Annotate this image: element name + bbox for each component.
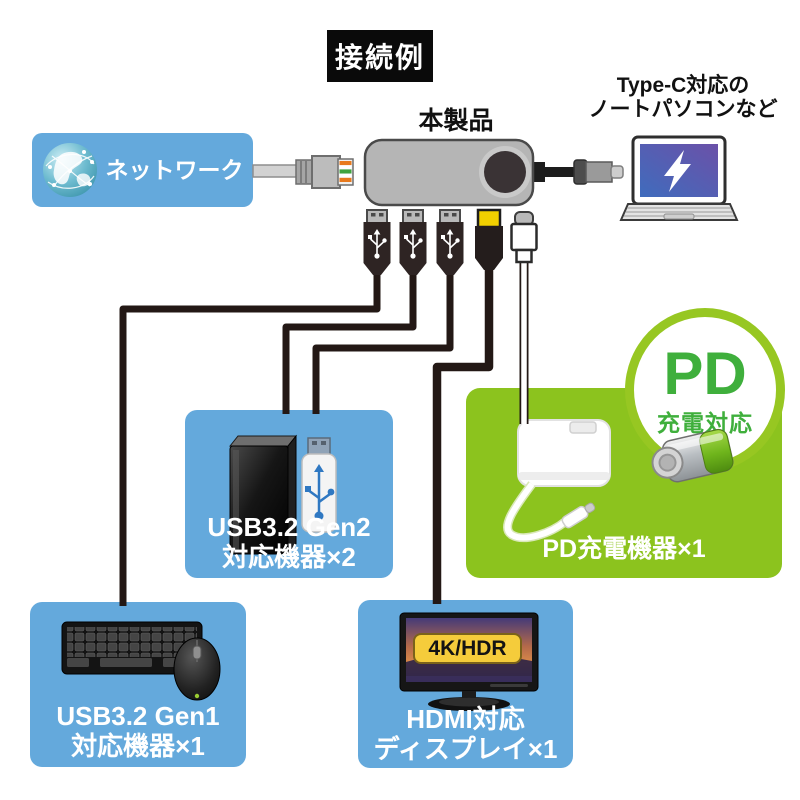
ethernet-connector-icon [252,155,354,189]
cable-usb3 [312,268,454,414]
usb-a-connector-icons [363,209,464,275]
power-adapter-icon [503,419,611,543]
usb-a-connector-3 [436,209,464,275]
network-box-label: ネットワーク [105,157,244,183]
laptop-icon [619,135,739,221]
hdmi-caption-line2: ディスプレイ×1 [373,734,558,764]
diagram-title-badge: 接続例 [327,30,433,82]
usb-c-plug-icon [543,159,624,185]
pd-caption: PD充電機器×1 [542,535,706,563]
battery-icon [645,426,737,500]
usb-gen1-box: USB3.2 Gen1 対応機器×1 [30,602,246,767]
keyboard-icon [61,621,203,675]
hdmi-caption-line1: HDMI対応 [406,704,525,734]
hdmi-display-box: 4K/HDR HDMI対応 ディスプレイ×1 [358,600,573,768]
hdmi-connector-icon [475,208,503,270]
gen1-caption-line1: USB3.2 Gen1 [56,701,220,731]
monitor-4k-badge: 4K/HDR [413,633,522,664]
network-box: ネットワーク [32,133,253,207]
gen1-devices [61,621,221,701]
mouse-icon [173,637,221,701]
usb-hub-icon [363,138,545,207]
gen2-caption-line1: USB3.2 Gen2 [207,512,371,542]
gen2-caption-line2: 対応機器×2 [222,542,356,572]
pd-badge-subtitle: 充電対応 [657,410,753,436]
pd-devices [503,419,611,543]
laptop-label: Type-C対応の ノートパソコンなど [578,74,788,122]
usb-gen2-box: USB3.2 Gen2 対応機器×2 [185,410,393,578]
globe-icon [40,140,100,200]
cable-usb2 [282,268,417,414]
usb-c-white-connector-icon [510,211,538,264]
usb-a-connector-2 [399,209,427,275]
gen1-caption-line2: 対応機器×1 [71,731,205,761]
laptop-label-line2: ノートパソコンなど [588,98,778,121]
product-label: 本製品 [418,107,494,135]
usb-a-connector-1 [363,209,391,275]
pd-badge-title: PD [663,340,747,407]
laptop-label-line1: Type-C対応の [616,74,750,97]
